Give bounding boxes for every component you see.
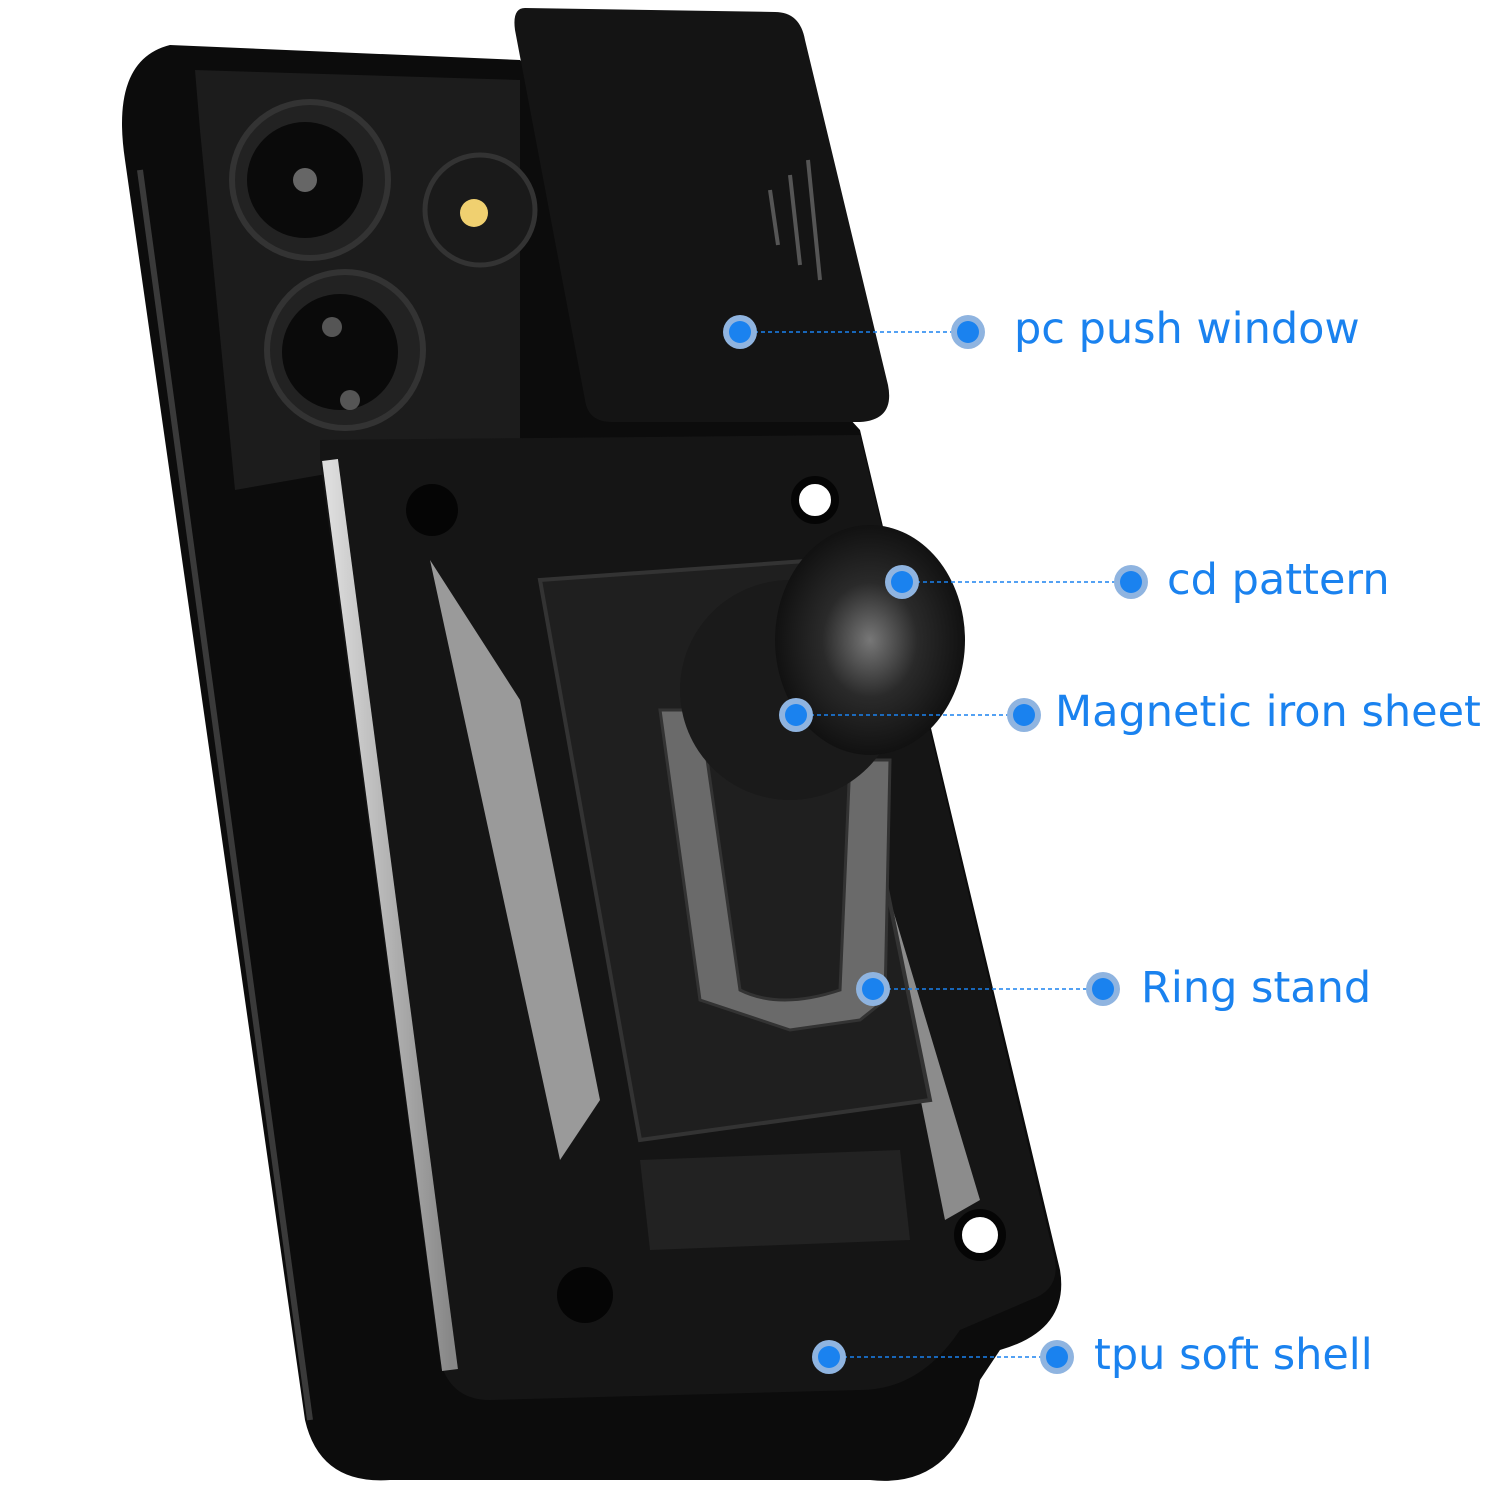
- callout-dots: [723, 315, 1148, 1374]
- callout-dot-icon: [1040, 1340, 1074, 1374]
- ring-stand: [658, 708, 892, 1032]
- callout-dot-icon: [1114, 565, 1148, 599]
- callout-dot-icon: [1086, 972, 1120, 1006]
- callout-dot-icon: [885, 565, 919, 599]
- callout-leaders: [740, 331, 1131, 1358]
- callout-label-ring-stand: Ring stand: [1141, 963, 1372, 1013]
- callout-dot-icon: [779, 698, 813, 732]
- callout-label-cd-pattern: cd pattern: [1167, 555, 1390, 605]
- callout-label-magnetic-iron-sheet: Magnetic iron sheet: [1055, 687, 1481, 737]
- callout-label-pc-push-window: pc push window: [1014, 304, 1360, 354]
- callout-dot-icon: [1007, 698, 1041, 732]
- callout-dot-icon: [856, 972, 890, 1006]
- callout-dot-icon: [723, 315, 757, 349]
- pc-push-window: [514, 8, 890, 422]
- camera-module: [229, 99, 538, 431]
- callout-dot-icon: [951, 315, 985, 349]
- callout-dot-icon: [812, 1340, 846, 1374]
- callout-label-tpu-soft-shell: tpu soft shell: [1094, 1330, 1373, 1380]
